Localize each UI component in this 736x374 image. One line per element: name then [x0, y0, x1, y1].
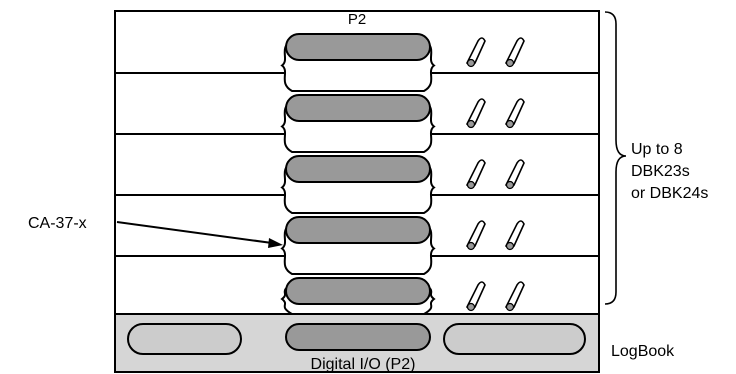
cable-label: CA-37-x	[28, 215, 87, 232]
logbook-left-slot	[127, 323, 242, 355]
switch-base-icon	[505, 302, 515, 312]
switch-base-icon	[505, 119, 515, 129]
switch-base-icon	[466, 58, 476, 68]
p2-connector	[285, 94, 431, 122]
stack-label-line2: DBK23s	[631, 163, 690, 180]
switch-base-icon	[505, 241, 515, 251]
bottom-connector-label: Digital I/O (P2)	[311, 356, 416, 373]
logbook-right-slot	[443, 323, 586, 355]
switch-base-icon	[466, 119, 476, 129]
stack-label-line3: or DBK24s	[631, 185, 708, 202]
switch-base-icon	[505, 58, 515, 68]
switch-base-icon	[466, 180, 476, 190]
p2-connector	[285, 33, 431, 61]
cable-pointer-arrow	[116, 221, 273, 244]
cable-pointer-arrowhead	[268, 238, 283, 248]
digital-io-connector	[285, 323, 431, 351]
stack-label-line1: Up to 8	[631, 141, 683, 158]
top-connector-label: P2	[348, 11, 366, 28]
switch-base-icon	[505, 180, 515, 190]
p2-connector	[285, 155, 431, 183]
logbook-label: LogBook	[611, 343, 675, 360]
switch-base-icon	[466, 241, 476, 251]
module-stack	[115, 33, 599, 351]
stack-bracket	[604, 11, 627, 305]
p2-connector	[285, 216, 431, 244]
switch-base-icon	[466, 302, 476, 312]
p2-connector	[285, 277, 431, 305]
